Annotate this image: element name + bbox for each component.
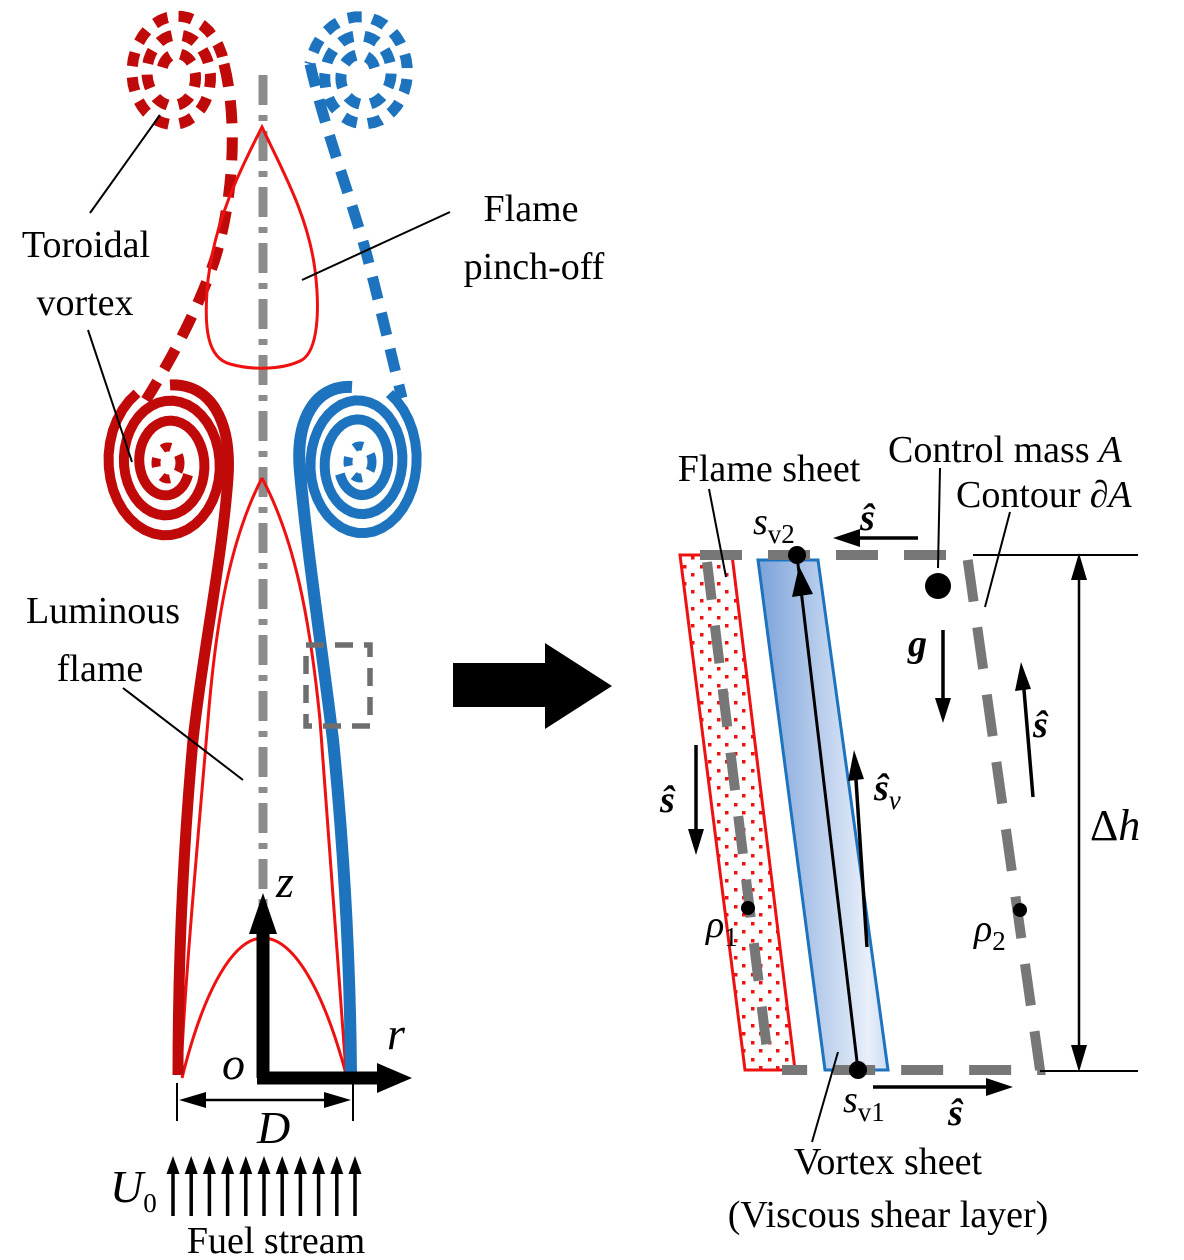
flame-pinch-off-outline: [204, 123, 319, 370]
r-axis-arrowhead-icon: [377, 1063, 412, 1093]
rho2-subscript: 2: [992, 926, 1006, 956]
s-hat-top-arrowhead-icon: [833, 529, 860, 547]
flame-sheet-leader: [708, 488, 727, 578]
gravity-arrowhead-icon: [935, 698, 951, 723]
red-spiral-core-fragments: [151, 442, 185, 484]
contour-text: Contour: [956, 474, 1081, 516]
zoom-arrow-icon: [453, 643, 612, 729]
s-hat-right-arrow: [1021, 677, 1035, 798]
luminous-flame-label-line2: flame: [57, 648, 144, 690]
toroidal-vortex-leader-lower: [87, 329, 133, 463]
rho2-main: ρ: [973, 908, 992, 950]
s-v2-label: sv2: [753, 501, 795, 549]
control-mass-leader: [937, 467, 941, 569]
s-hat-bottom-label: ŝ: [947, 1092, 964, 1134]
contour-label: Contour∂A: [956, 474, 1132, 516]
s-v1-point: [849, 1061, 867, 1079]
s-v2-main: s: [753, 501, 768, 543]
vortex-sheet-label: Vortex sheet: [794, 1141, 983, 1183]
flame-pinch-off-label-line2: pinch-off: [464, 246, 605, 288]
s-v2-point: [788, 546, 806, 564]
blue-shear-layer-line: [293, 380, 357, 1076]
zoom-region-box: [303, 642, 373, 729]
blue-solid-toroidal-vortex-spiral: [305, 389, 422, 539]
control-mass-text: Control mass: [888, 429, 1090, 471]
flame-sheet-center-dashed-line: [702, 561, 774, 1067]
red-dashed-toroidal-vortex-spiral: [126, 10, 230, 130]
s-v1-label: sv1: [843, 1079, 885, 1127]
r-axis-label: r: [387, 1008, 406, 1059]
gravity-label: g: [907, 623, 927, 665]
red-solid-toroidal-vortex-spiral: [103, 389, 225, 541]
luminous-flame-left-edge: [179, 477, 264, 1073]
velocity-symbol: U: [110, 1161, 146, 1212]
fuel-stream-arrows: [166, 1156, 362, 1216]
delta-h-arrowhead-top-icon: [1071, 553, 1087, 580]
delta-h-label: Δh: [1090, 801, 1140, 850]
s-hat-top-label: ŝ: [859, 497, 876, 539]
s-hat-right-label: ŝ: [1032, 704, 1049, 746]
s-hat-left-arrowhead-icon: [688, 829, 704, 855]
velocity-label: U0: [110, 1161, 157, 1218]
toroidal-vortex-label-line1: Toroidal: [22, 224, 150, 266]
flame-pinch-off-label-line1: Flame: [484, 188, 579, 230]
flame-sheet-label: Flame sheet: [678, 448, 861, 490]
blue-dashed-vortex-tail: [304, 62, 408, 400]
velocity-subscript: 0: [143, 1188, 157, 1218]
contour-symbol: ∂A: [1090, 474, 1133, 516]
s-hat-v-subscript: v: [889, 785, 901, 815]
vortex-sheet-paren-label: (Viscous shear layer): [728, 1194, 1049, 1236]
fuel-stream-label: Fuel stream: [187, 1220, 365, 1260]
rho2-label: ρ2: [973, 908, 1006, 956]
rho1-main: ρ: [705, 904, 724, 946]
vortex-sheet-center-line: [795, 555, 860, 1071]
s-hat-v-arrowhead-icon: [848, 750, 864, 781]
origin-label: o: [222, 1038, 245, 1089]
rho1-point: [741, 901, 755, 915]
s-hat-v-label: ŝv: [873, 767, 901, 815]
rho1-label: ρ1: [705, 904, 738, 952]
flame-pinch-off-leader: [301, 211, 451, 281]
rho1-subscript: 1: [724, 922, 738, 952]
s-hat-bottom-arrowhead-icon: [986, 1078, 1013, 1096]
luminous-flame-label-line1: Luminous: [26, 590, 180, 632]
toroidal-vortex-leader-upper: [89, 114, 161, 214]
rho2-point: [1013, 903, 1027, 917]
z-axis-label: z: [275, 856, 294, 907]
vortex-sheet-leader: [811, 1051, 839, 1143]
s-hat-left-label: ŝ: [659, 779, 676, 821]
red-shear-layer-line: [169, 379, 234, 1076]
s-v1-main: s: [843, 1079, 858, 1121]
z-axis-arrowhead-icon: [249, 893, 277, 934]
control-mass-contour: [700, 550, 1046, 1075]
blue-spiral-core-fragments: [343, 441, 377, 483]
luminous-flame-right-edge: [260, 477, 348, 1073]
control-mass-point: [925, 573, 951, 599]
s-hat-v-arrow: [853, 764, 869, 948]
red-dashed-vortex-tail: [141, 62, 238, 403]
control-mass-symbol: A: [1096, 429, 1123, 471]
s-v2-subscript: v2: [768, 519, 795, 549]
toroidal-vortex-label-line2: vortex: [36, 282, 133, 324]
s-v1-subscript: v1: [858, 1097, 885, 1127]
diameter-arrowhead-right-icon: [324, 1092, 351, 1108]
contour-leader: [984, 511, 1011, 608]
luminous-flame-leader: [122, 687, 244, 781]
delta-h-symbol: h: [1118, 801, 1140, 850]
s-hat-v-main: ŝ: [873, 767, 890, 809]
delta-h-arrowhead-bottom-icon: [1071, 1045, 1087, 1072]
s-hat-right-arrowhead-icon: [1015, 662, 1031, 691]
diameter-label: D: [256, 1102, 290, 1153]
delta-symbol: Δ: [1090, 801, 1118, 850]
diameter-arrowhead-left-icon: [179, 1092, 206, 1108]
vortex-line-arrowhead-icon: [792, 566, 813, 597]
